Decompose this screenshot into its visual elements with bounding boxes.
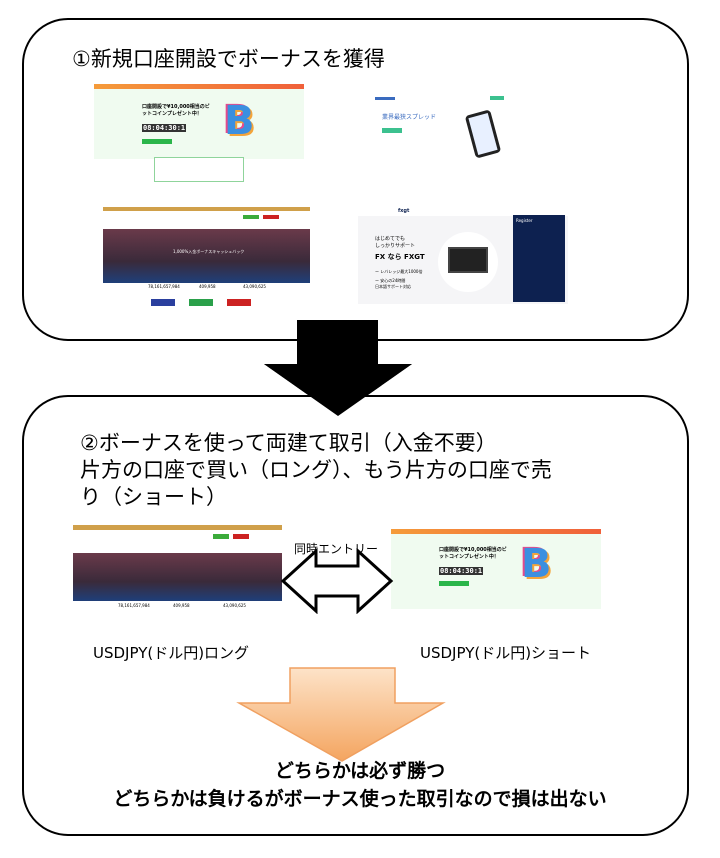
open-account-button[interactable] [382,128,402,133]
bitcoin-headline: 口座開設で¥10,000相当のビットコインプレゼント中！ [439,547,507,560]
double-arrow-icon [280,548,394,614]
stat: 78,161,657,984 [148,284,180,289]
fxgt-text: はじめてでも [375,236,406,242]
short-account-thumbnail: 口座開設で¥10,000相当のビットコインプレゼント中！ 08:04:30:1 … [391,529,601,609]
fxgt-site-thumbnail: fxgt はじめてでも しっかりサポート FX なら FXGT ー レバレッジ最… [358,207,568,304]
stat: 78,161,657,984 [118,603,150,608]
tradersfx-headline: 業界最狭スプレッド [382,114,437,121]
step2-line3: り（ショート） [80,485,227,509]
stat: 409,958 [199,284,216,289]
step1-title: ①新規口座開設でボーナスを獲得 [72,47,385,71]
bitcoin-logo: B [224,98,255,144]
stat: 409,958 [173,603,190,608]
bitcoin-site-thumbnail: 口座開設で¥10,000相当のビットコインプレゼント中！ 08:04:30:1 … [94,84,304,184]
phone-image [464,109,502,159]
conclusion-line2: どちらかは負けるがボーナス使った取引なので損は出ない [113,788,607,810]
fxgt-text: ー 安心の24時間 [375,278,406,283]
register-panel[interactable]: Register [513,215,565,302]
step2-line1: ②ボーナスを使って両建て取引（入金不要） [80,431,497,455]
boxing-headline: 1,000%入金ボーナスキャッシュバック [173,249,245,254]
boxing-photo [103,229,310,283]
fxgt-brand: FX なら FXGT [375,253,425,261]
short-label: USDJPY(ドル円)ショート [420,644,592,662]
countdown: 08:04:30:1 [439,567,484,575]
stats-panel [154,157,244,182]
fxgt-text: しっかりサポート [375,243,416,249]
down-arrow-overlay [264,320,412,416]
fxgt-text: 日本語サポート対応 [375,284,411,289]
conclusion-line1: どちらかは必ず勝つ [274,760,446,782]
bitcoin-headline: 口座開設で¥10,000相当のビットコインプレゼント中！ [142,104,210,117]
orange-down-arrow-icon [236,667,446,762]
step2-line2: 片方の口座で買い（ロング）、もう片方の口座で売 [80,458,552,482]
long-label: USDJPY(ドル円)ロング [93,644,250,662]
tradersfx-site-thumbnail: 業界最狭スプレッド [370,90,560,180]
step2-panel [22,395,689,836]
register-title: Register [516,218,533,223]
fxgt-logo: fxgt [398,208,410,214]
countdown: 08:04:30:1 [142,124,187,132]
bitcoin-logo: B [521,541,552,587]
stat: 43,090,625 [243,284,266,289]
long-account-thumbnail: 78,161,657,984 409,958 43,090,625 [73,525,282,615]
signup-button[interactable] [142,139,172,144]
laptop-image [438,232,498,292]
stat: 43,090,625 [223,603,246,608]
fxgt-text: ー レバレッジ最大1000倍 [375,269,423,274]
simultaneous-entry-label: 同時エントリー [294,542,379,556]
boxing-site-thumbnail: 1,000%入金ボーナスキャッシュバック 78,161,657,984 409,… [103,207,310,310]
